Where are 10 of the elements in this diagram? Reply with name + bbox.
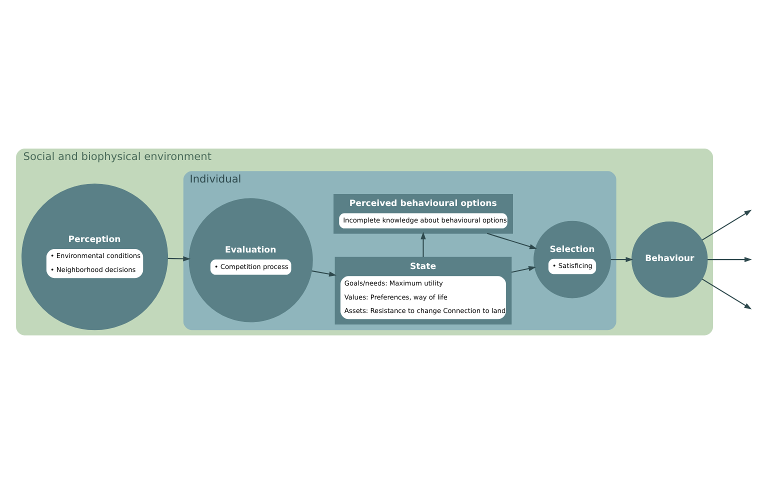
- arrow: [168, 256, 191, 262]
- node-circle: Behaviour: [632, 221, 708, 298]
- arrow: [702, 278, 752, 310]
- arrow: [312, 270, 336, 277]
- arrow: [610, 256, 634, 262]
- arrow: [511, 266, 536, 273]
- arrow: [487, 232, 538, 250]
- arrow: [702, 210, 752, 240]
- arrow: [420, 232, 426, 258]
- arrow: [708, 256, 752, 262]
